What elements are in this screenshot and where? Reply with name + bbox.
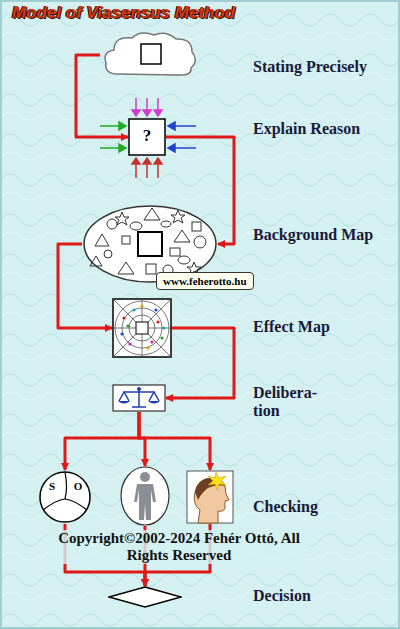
step-label: Delibera- tion — [253, 384, 337, 420]
head-insight-box-outline — [186, 470, 234, 524]
question-mark: ? — [128, 126, 166, 145]
decision-diamond-outline — [108, 586, 182, 608]
step-label: Stating Precisely — [253, 58, 383, 76]
cloud-shape: Stating Precisely — [100, 30, 200, 80]
step-label: Explain Reason — [253, 120, 383, 138]
circle-letter: O — [70, 480, 86, 493]
human-figure-oval-outline — [120, 466, 170, 526]
step-label: Checking — [253, 498, 383, 516]
diagram-title: Model of Viasensus Method — [12, 3, 235, 23]
human-figure-oval — [120, 466, 170, 526]
subject-object-circle-outline — [38, 470, 92, 524]
effect-map-square: Effect Map — [112, 298, 172, 358]
cloud-shape-outline — [100, 30, 200, 80]
head-insight-box: Checking — [186, 470, 234, 524]
question-box: ?Explain Reason — [128, 118, 166, 156]
circle-letter: S — [44, 480, 60, 493]
step-label: Effect Map — [253, 318, 383, 336]
scales-box: Delibera- tion — [112, 384, 166, 412]
effect-map-square-outline — [112, 298, 172, 358]
subject-object-circle: SO — [38, 470, 92, 524]
step-label: Decision — [253, 587, 383, 605]
website-box: www.feherotto.hu — [156, 272, 254, 290]
step-label: Background Map — [253, 226, 383, 244]
flow-arrow — [139, 412, 210, 470]
flow-arrow — [65, 412, 139, 470]
scales-box-outline — [112, 384, 166, 412]
flow-arrow — [166, 328, 234, 398]
decision-diamond: Decision — [108, 586, 182, 608]
website-url: www.feherotto.hu — [163, 275, 247, 287]
copyright-notice: Copyright©2002-2024 Fehér Ottó, All Righ… — [48, 530, 310, 564]
